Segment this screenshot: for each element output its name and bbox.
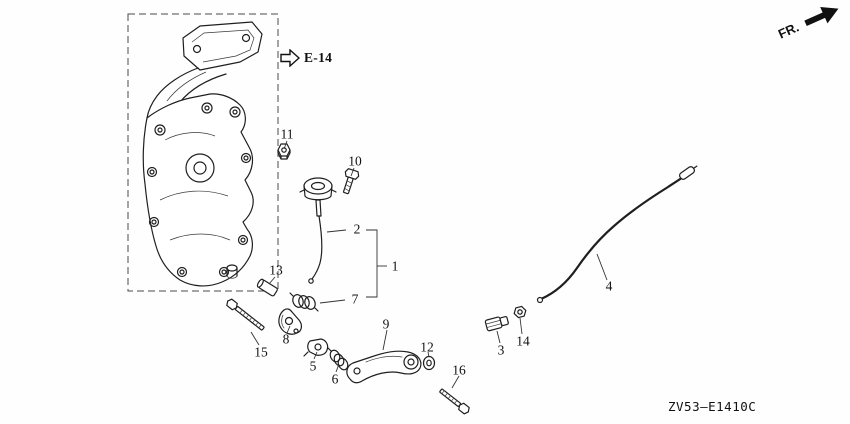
e14-ref[interactable]: E-14 <box>280 49 332 67</box>
part-2-sketch <box>299 177 337 284</box>
part-13-sketch <box>256 278 278 297</box>
callout-14[interactable]: 14 <box>516 333 530 349</box>
callout-12[interactable]: 12 <box>420 339 434 355</box>
callout-3[interactable]: 3 <box>497 342 505 358</box>
e14-arrow-icon <box>280 49 300 67</box>
part-code: ZV53—E1410C <box>668 399 757 414</box>
e14-label: E-14 <box>304 50 333 65</box>
part-7-sketch <box>289 292 319 312</box>
callout-1[interactable]: 1 <box>391 258 399 274</box>
callout-2[interactable]: 2 <box>353 221 361 237</box>
part-5-sketch <box>303 338 329 357</box>
part-3-sketch <box>484 316 509 332</box>
part-12-sketch <box>422 355 436 371</box>
callout-16[interactable]: 16 <box>452 362 466 378</box>
callout-7[interactable]: 7 <box>351 291 359 307</box>
fr-arrow-icon <box>804 6 839 27</box>
callout-10[interactable]: 10 <box>348 153 362 169</box>
part-6-sketch <box>327 347 351 373</box>
part-14-sketch <box>513 305 527 319</box>
fr-indicator: FR. <box>768 0 850 52</box>
part-16-sketch <box>439 388 470 415</box>
callout-8[interactable]: 8 <box>282 331 290 347</box>
callout-9[interactable]: 9 <box>382 316 390 332</box>
callout-5[interactable]: 5 <box>309 358 317 374</box>
part-8-sketch <box>278 308 303 335</box>
part-4-sketch <box>536 165 698 304</box>
callout-6[interactable]: 6 <box>331 371 339 387</box>
part-15-sketch <box>226 298 265 331</box>
leader-lines <box>250 140 608 389</box>
callout-13[interactable]: 13 <box>269 262 283 278</box>
callout-4[interactable]: 4 <box>605 278 613 294</box>
part-10-sketch <box>343 168 360 195</box>
callout-15[interactable]: 15 <box>254 344 268 360</box>
manifold-sketch <box>142 21 263 287</box>
callout-11[interactable]: 11 <box>280 126 294 142</box>
part-11-sketch <box>277 143 291 160</box>
fr-label: FR. <box>775 19 802 42</box>
part-9-sketch <box>346 350 422 384</box>
